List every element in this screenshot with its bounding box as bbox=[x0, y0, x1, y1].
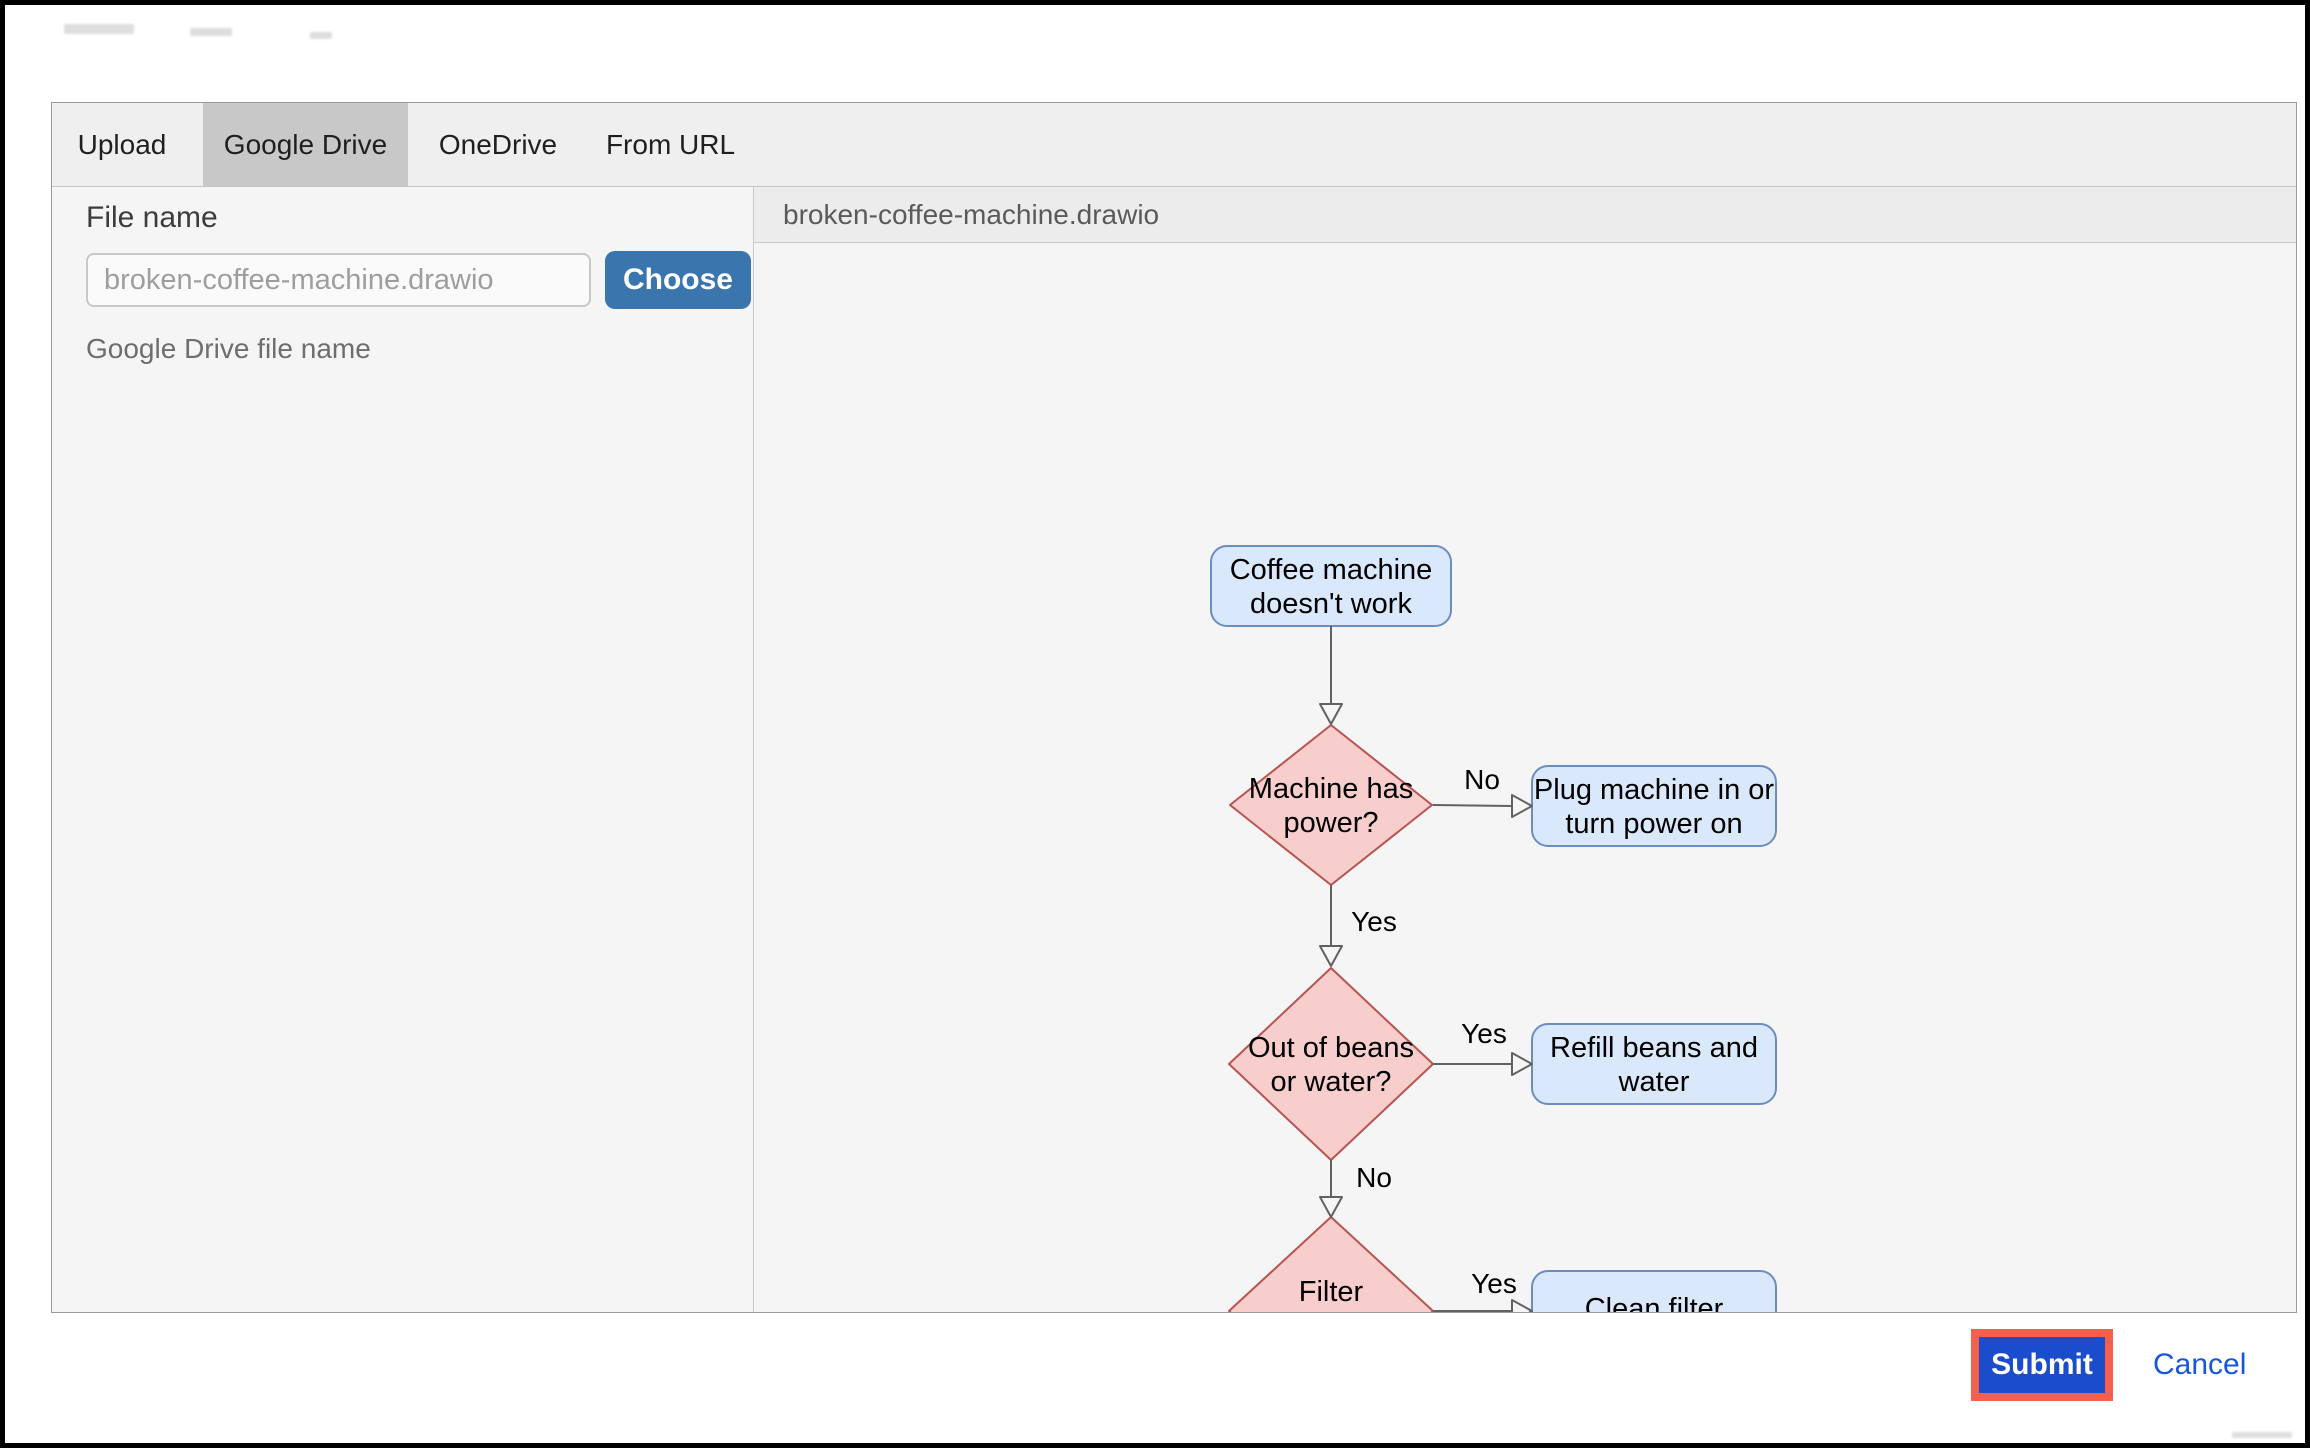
file-name-label: File name bbox=[86, 201, 218, 234]
flow-node-label: or water? bbox=[1271, 1066, 1392, 1098]
flow-arrowhead bbox=[1511, 1052, 1533, 1076]
flow-arrowhead bbox=[1319, 1196, 1343, 1218]
tab-google-drive[interactable]: Google Drive bbox=[203, 103, 408, 186]
flow-node-filter bbox=[1228, 1216, 1434, 1312]
preview-file-name: broken-coffee-machine.drawio bbox=[754, 187, 2296, 243]
flow-node-label: Coffee machine bbox=[1230, 554, 1433, 586]
tab-upload[interactable]: Upload bbox=[77, 128, 167, 160]
screen-artifact bbox=[2232, 1432, 2292, 1438]
source-tabbar: Upload Google Drive OneDrive From URL bbox=[52, 103, 2296, 187]
tab-onedrive[interactable]: OneDrive bbox=[438, 128, 558, 160]
flow-node-label: turn power on bbox=[1565, 808, 1742, 840]
screen-artifact bbox=[64, 24, 134, 34]
flow-node-label: Filter bbox=[1299, 1276, 1364, 1308]
submit-button[interactable]: Submit bbox=[1979, 1337, 2105, 1393]
submit-highlight-outline: Submit bbox=[1971, 1329, 2113, 1401]
flow-edge-label: No bbox=[1464, 764, 1500, 795]
dialog-body: File name Choose Google Drive file name … bbox=[52, 187, 2296, 1312]
cancel-link[interactable]: Cancel bbox=[2153, 1348, 2247, 1381]
flow-arrowhead bbox=[1511, 794, 1533, 818]
flow-edge-label: Yes bbox=[1461, 1018, 1507, 1049]
tab-from-url[interactable]: From URL bbox=[605, 128, 736, 160]
flow-node-beans bbox=[1228, 967, 1434, 1161]
flow-arrowhead bbox=[1511, 1299, 1533, 1312]
flow-edge-label: No bbox=[1356, 1162, 1392, 1193]
screen-artifact bbox=[310, 32, 332, 39]
import-file-dialog: Upload Google Drive OneDrive From URL Fi… bbox=[51, 102, 2297, 1313]
flow-node-label: doesn't work bbox=[1250, 588, 1412, 620]
file-picker-panel: File name Choose Google Drive file name bbox=[52, 187, 754, 1312]
flow-node-label: Clean filter bbox=[1585, 1293, 1724, 1312]
flow-node-label: Out of beans bbox=[1248, 1032, 1414, 1064]
flow-edge-label: Yes bbox=[1351, 906, 1397, 937]
file-name-helper-text: Google Drive file name bbox=[86, 333, 371, 364]
flow-arrowhead bbox=[1319, 945, 1343, 967]
flow-node-label: Machine has bbox=[1249, 773, 1413, 805]
flow-node-label: water bbox=[1618, 1066, 1690, 1098]
file-input-row: Choose bbox=[86, 251, 753, 309]
flow-node-label: Plug machine in or bbox=[1534, 774, 1775, 806]
flow-node-label: power? bbox=[1283, 807, 1378, 839]
flow-edge-label: Yes bbox=[1471, 1268, 1517, 1299]
flow-node-label: Refill beans and bbox=[1550, 1032, 1758, 1064]
screen-artifact bbox=[190, 28, 232, 36]
flow-arrowhead bbox=[1319, 703, 1343, 725]
flow-edge bbox=[1432, 804, 1513, 807]
file-name-input[interactable] bbox=[86, 253, 591, 307]
flow-node-power bbox=[1229, 724, 1433, 886]
preview-panel: broken-coffee-machine.drawio Coffee mach… bbox=[754, 187, 2296, 1312]
choose-button[interactable]: Choose bbox=[605, 251, 751, 309]
